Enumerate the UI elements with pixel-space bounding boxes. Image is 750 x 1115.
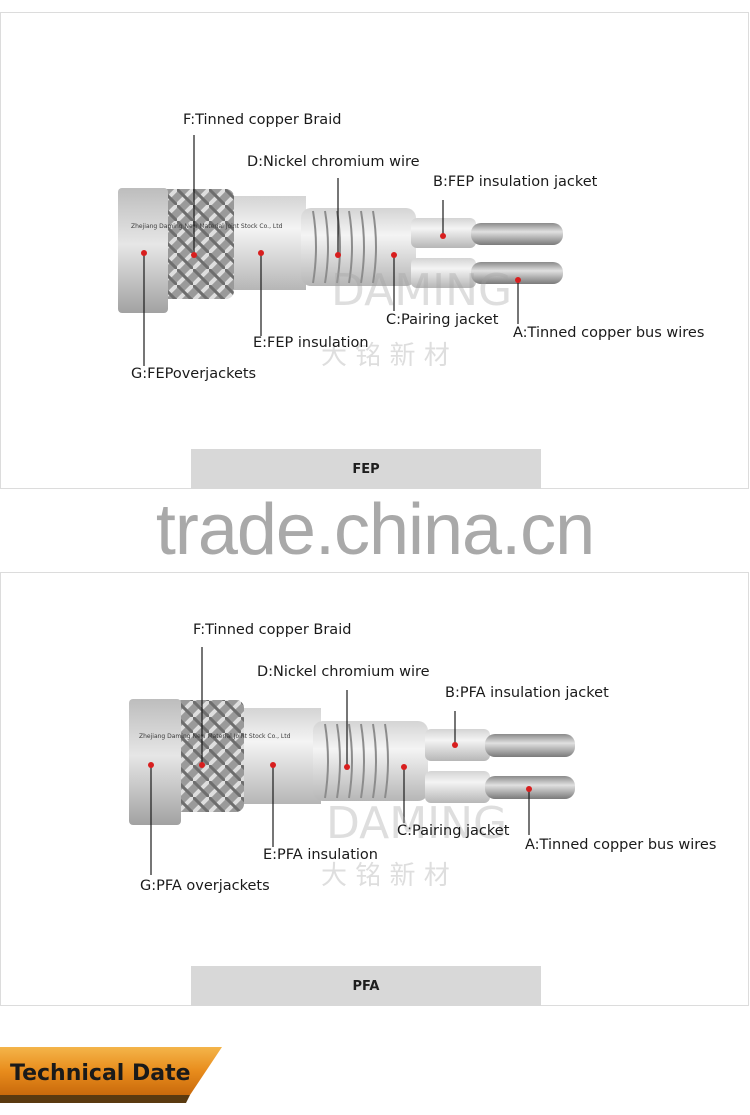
dot-g — [141, 250, 147, 256]
manufacturer-imprint: Zhejiang Daming New Material Joint Stock… — [139, 733, 291, 740]
label-d-nickel-wire: D:Nickel chromium wire — [247, 154, 420, 170]
technical-date-banner — [0, 1047, 222, 1103]
dot-a — [515, 277, 521, 283]
dot-b — [440, 233, 446, 239]
fep-caption: FEP — [352, 461, 380, 477]
d-coil-lines — [312, 210, 377, 284]
fep-diagram-panel: Zhejiang Daming New Material Joint Stock… — [0, 12, 749, 489]
g-overjacket-body — [129, 699, 181, 825]
f-braid-body — [156, 189, 234, 299]
brand-mark-chinese: 大 铭 新 材 — [321, 341, 450, 371]
brand-mark-chinese: 大 铭 新 材 — [321, 861, 450, 891]
fep-caption-bar: FEP — [191, 449, 541, 489]
label-a-bus-wires: A:Tinned copper bus wires — [525, 837, 717, 853]
d-coil-lines — [324, 723, 389, 799]
trade-china-watermark: trade.china.cn — [0, 488, 750, 572]
d-nickel-wire-body — [313, 721, 428, 801]
pfa-caption-bar: PFA — [191, 966, 541, 1006]
pfa-diagram-panel: Zhejiang Daming New Material Joint Stock… — [0, 572, 749, 1006]
dot-d — [335, 252, 341, 258]
watermark-text: trade.china.cn — [155, 490, 595, 570]
dot-e — [270, 762, 276, 768]
pfa-cable-illustration — [129, 647, 575, 875]
brand-mark-latin: DAMING — [326, 798, 508, 849]
dot-g — [148, 762, 154, 768]
d-nickel-wire-body — [301, 208, 416, 286]
dot-c — [401, 764, 407, 770]
dot-b — [452, 742, 458, 748]
label-d-nickel-wire: D:Nickel chromium wire — [257, 664, 430, 680]
label-c-pairing-jacket: C:Pairing jacket — [397, 823, 510, 839]
a-wire-lower — [471, 262, 563, 284]
label-e-insulation: E:PFA insulation — [263, 847, 378, 863]
b-insulation-lower — [425, 771, 490, 803]
label-e-insulation: E:FEP insulation — [253, 335, 369, 351]
label-f-braid: F:Tinned copper Braid — [193, 622, 352, 638]
label-g-overjackets: G:FEPoverjackets — [131, 366, 257, 382]
label-b-insulation-jacket: B:FEP insulation jacket — [433, 174, 598, 190]
a-wire-upper — [485, 734, 575, 757]
label-f-braid: F:Tinned copper Braid — [183, 112, 342, 128]
a-wire-upper — [471, 223, 563, 245]
dot-f — [191, 252, 197, 258]
dot-e — [258, 250, 264, 256]
dot-c — [391, 252, 397, 258]
label-a-bus-wires: A:Tinned copper bus wires — [513, 325, 705, 341]
pfa-caption: PFA — [352, 978, 380, 994]
technical-date-title: Technical Date — [10, 1061, 191, 1086]
f-braid-body — [166, 700, 244, 812]
label-g-overjackets: G:PFA overjackets — [140, 878, 270, 894]
label-c-pairing-jacket: C:Pairing jacket — [386, 312, 499, 328]
dot-f — [199, 762, 205, 768]
b-insulation-lower — [411, 258, 476, 288]
dot-a — [526, 786, 532, 792]
dot-d — [344, 764, 350, 770]
label-b-insulation-jacket: B:PFA insulation jacket — [445, 685, 609, 701]
manufacturer-imprint: Zhejiang Daming New Material Joint Stock… — [131, 223, 283, 230]
fep-cable-illustration — [118, 135, 563, 366]
brand-mark-latin: DAMING — [331, 265, 513, 316]
